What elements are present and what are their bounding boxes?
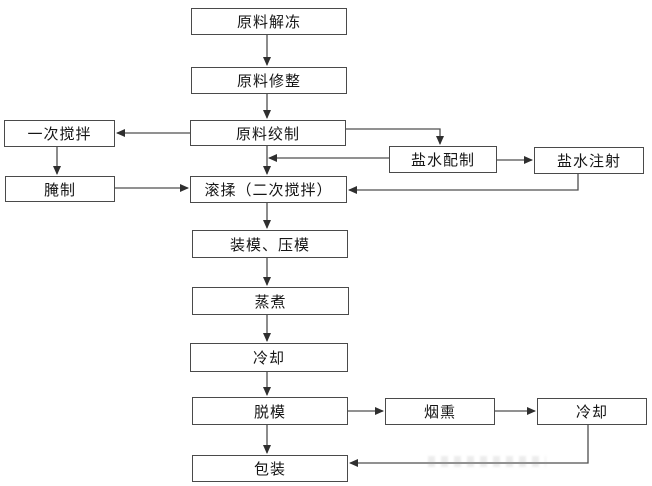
- node-thaw: 原料解冻: [191, 8, 347, 35]
- node-cool1-label: 冷却: [252, 350, 285, 367]
- node-first-stir-label: 一次搅拌: [27, 126, 92, 143]
- node-demold-label: 脱模: [253, 403, 286, 421]
- node-marinate: 腌制: [5, 176, 115, 202]
- node-thaw-label: 原料解冻: [236, 14, 301, 31]
- node-brine-prep: 盐水配制: [389, 146, 497, 173]
- node-cook-label: 蒸煮: [254, 293, 287, 311]
- node-grind: 原料绞制: [190, 120, 346, 146]
- node-pack: 包装: [192, 455, 348, 482]
- node-smoke: 烟熏: [385, 398, 495, 425]
- node-demold: 脱模: [192, 397, 348, 425]
- node-grind-label: 原料绞制: [235, 125, 300, 143]
- node-cool1: 冷却: [190, 343, 348, 372]
- node-brine-prep-label: 盐水配制: [410, 152, 475, 169]
- node-tumble: 滚揉（二次搅拌）: [190, 176, 347, 203]
- node-cook: 蒸煮: [192, 287, 349, 315]
- node-mold-press: 装模、压模: [192, 230, 348, 258]
- node-trim-label: 原料修整: [236, 73, 301, 90]
- edge-cool2-pack: [349, 425, 589, 467]
- node-trim: 原料修整: [191, 67, 347, 94]
- node-cool2: 冷却: [537, 398, 647, 425]
- node-cool2-label: 冷却: [575, 404, 608, 421]
- node-brine-inject-label: 盐水注射: [556, 153, 621, 170]
- node-brine-inject: 盐水注射: [534, 147, 644, 174]
- node-marinate-label: 腌制: [43, 181, 76, 199]
- node-tumble-label: 滚揉（二次搅拌）: [204, 182, 333, 199]
- node-smoke-label: 烟熏: [423, 404, 456, 421]
- node-pack-label: 包装: [253, 461, 286, 478]
- edge-brine-inject-tumble: [348, 174, 579, 194]
- node-mold-press-label: 装模、压模: [229, 236, 310, 254]
- edge-grind-brine-prep: [346, 128, 444, 145]
- node-first-stir: 一次搅拌: [4, 120, 115, 147]
